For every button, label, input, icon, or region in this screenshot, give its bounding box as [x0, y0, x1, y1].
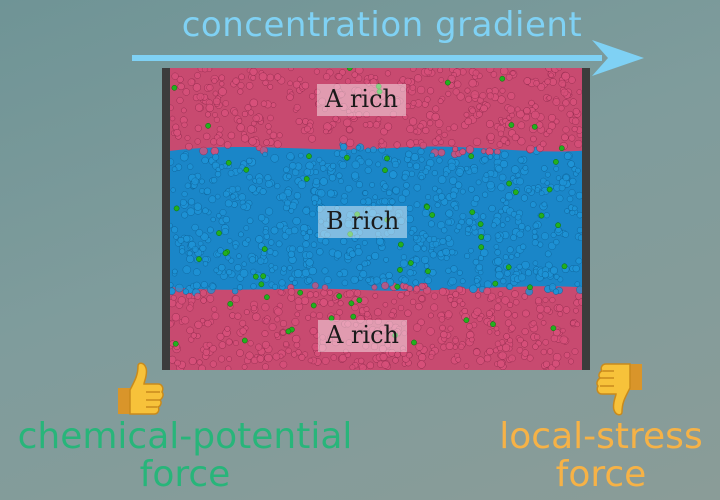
thumbs-down-icon	[596, 363, 642, 416]
region-label-a-rich-bottom: A rich	[318, 320, 408, 352]
chemical-potential-force-label: chemical-potential force	[6, 418, 364, 494]
chemical-force-line: force	[139, 454, 231, 495]
stress-force-line: force	[555, 454, 647, 495]
thumbs-up-icon	[118, 362, 164, 415]
region-label-a-rich-top: A rich	[317, 84, 407, 116]
header-title: concentration gradient	[181, 5, 583, 45]
local-stress-force-label: local-stress force	[488, 418, 714, 494]
chemical-potential-line: chemical-potential	[17, 416, 353, 457]
region-label-b-rich: B rich	[318, 206, 408, 238]
local-stress-line: local-stress	[499, 416, 703, 457]
gradient-arrow	[132, 40, 644, 76]
particle-field	[162, 68, 590, 370]
simulation-snapshot: A rich B rich A rich	[162, 68, 590, 370]
